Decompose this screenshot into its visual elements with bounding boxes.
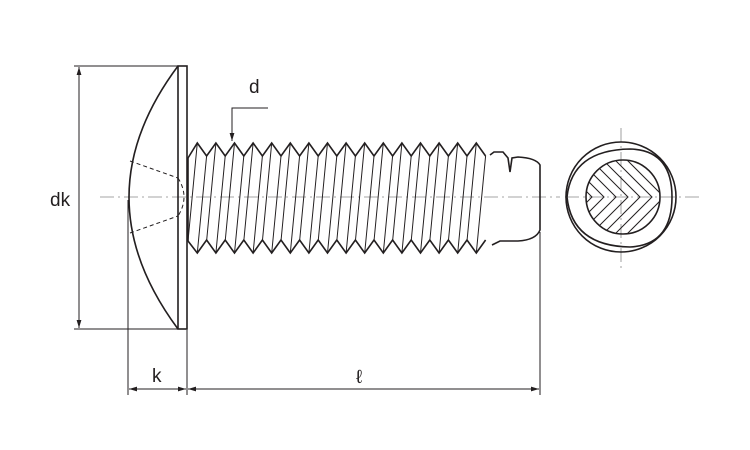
thread-profile	[187, 141, 487, 159]
k-label: k	[152, 366, 162, 387]
chevron-hatch-line	[594, 160, 641, 234]
chevron-hatch-line	[586, 160, 593, 234]
chevron-hatch-line	[606, 160, 653, 234]
thread-flank-lines	[187, 142, 487, 254]
dk-label: dk	[50, 190, 71, 211]
screw-head	[128, 65, 188, 330]
chevron-hatch-line	[618, 160, 660, 234]
chevron-hatch-line	[586, 160, 605, 234]
screw-thread	[187, 141, 487, 255]
screw-tip	[489, 151, 541, 246]
recess-circle	[585, 159, 661, 235]
d-dimension: d	[229, 77, 268, 141]
length-dimension: ℓ	[188, 232, 541, 395]
length-label: ℓ	[356, 367, 362, 388]
d-label: d	[249, 77, 260, 98]
dk-dimension: dk	[50, 65, 178, 330]
chevron-hatch-line	[586, 160, 617, 234]
thread-profile	[187, 238, 487, 255]
k-dimension: k	[127, 200, 188, 395]
